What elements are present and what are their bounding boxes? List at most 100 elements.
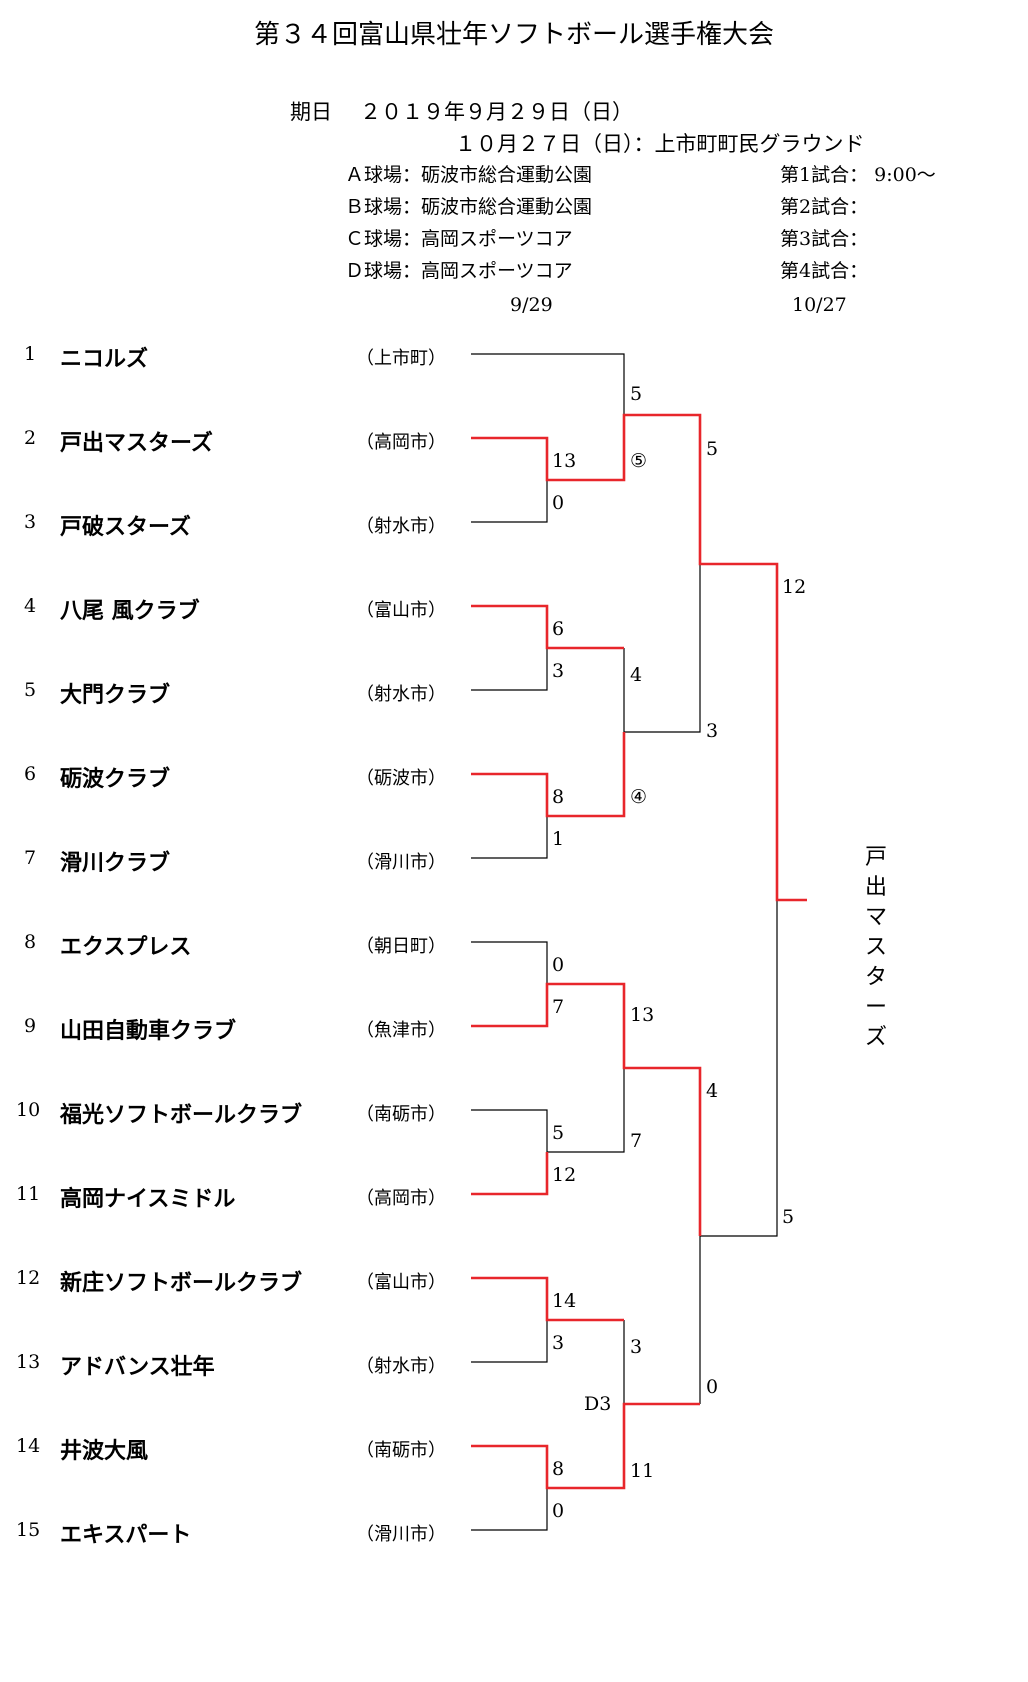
- team-name: ニコルズ: [60, 347, 149, 372]
- score: 3: [552, 660, 565, 682]
- team-name: 新庄ソフトボールクラブ: [60, 1271, 303, 1296]
- score: 6: [552, 618, 565, 640]
- score: 5: [630, 383, 643, 405]
- bracket-winner-line: [471, 732, 626, 818]
- bracket-line: [471, 648, 548, 691]
- team-city: （射水市）: [356, 684, 446, 705]
- schedule-date1: ２０１９年９月２９日（日）: [360, 100, 633, 124]
- team-city: （上市町）: [356, 348, 446, 369]
- team-number: 6: [24, 763, 37, 785]
- team-number: 9: [24, 1015, 37, 1037]
- match-time-3: 第3試合：: [780, 228, 869, 250]
- page-title: 第３４回富山県壮年ソフトボール選手権大会: [253, 20, 774, 50]
- match-time-2: 第2試合：: [780, 196, 869, 218]
- game-number: ⑤: [630, 450, 648, 472]
- team-name: 大門クラブ: [60, 683, 171, 708]
- score: 0: [552, 954, 565, 976]
- team-city: （高岡市）: [356, 1188, 446, 1209]
- team-number: 13: [16, 1351, 41, 1373]
- team-city: （朝日町）: [356, 936, 446, 957]
- team-number: 2: [24, 427, 37, 449]
- team-number: 4: [24, 595, 37, 617]
- bracket-line: [471, 816, 548, 859]
- team-number: 5: [24, 679, 37, 701]
- score: 3: [630, 1336, 643, 1358]
- team-number: 7: [24, 847, 37, 869]
- team-name: エクスプレス: [60, 935, 192, 960]
- score: 11: [630, 1460, 655, 1482]
- team-city: （射水市）: [356, 516, 446, 537]
- score: 0: [706, 1376, 719, 1398]
- team-city: （砺波市）: [356, 768, 446, 789]
- venue-a: Ａ球場：砺波市総合運動公園: [345, 164, 593, 186]
- score: 5: [706, 438, 719, 460]
- score: 12: [782, 576, 807, 598]
- bracket-winner-line: [471, 413, 807, 902]
- match-time-4: 第4試合：: [780, 260, 869, 282]
- bracket-line: [471, 353, 625, 415]
- team-city: （滑川市）: [356, 852, 446, 873]
- team-number: 3: [24, 511, 37, 533]
- team-name: 滑川クラブ: [60, 851, 171, 876]
- venue-c: Ｃ球場：高岡スポーツコア: [345, 228, 573, 250]
- score: 3: [552, 1332, 565, 1354]
- bracket-winner-line: [471, 1402, 700, 1490]
- bracket-winner-line: [471, 1276, 624, 1322]
- team-number: 15: [16, 1519, 41, 1541]
- score: 14: [552, 1290, 577, 1312]
- bracket-line: [624, 564, 701, 733]
- team-number: 1: [24, 343, 37, 365]
- team-name: 高岡ナイスミドル: [60, 1187, 236, 1212]
- round-date-2: 10/27: [792, 294, 847, 316]
- score: 5: [782, 1206, 795, 1228]
- match-time-1: 第1試合： 9:00～: [780, 164, 936, 186]
- bracket-line: [471, 1109, 548, 1194]
- score: 0: [552, 492, 565, 514]
- team-city: （高岡市）: [356, 432, 446, 453]
- team-number: 10: [16, 1099, 41, 1121]
- team-name: 八尾 風クラブ: [60, 599, 200, 624]
- bracket-line: [700, 900, 778, 1237]
- venue-d: Ｄ球場：高岡スポーツコア: [345, 260, 573, 282]
- team-city: （南砺市）: [356, 1104, 446, 1125]
- bracket-winner-line: [471, 982, 702, 1236]
- score: 8: [552, 1458, 565, 1480]
- score: 1: [552, 828, 565, 850]
- game-number: D3: [584, 1393, 612, 1415]
- schedule-label: 期日: [290, 100, 332, 124]
- bracket-winner-line: [471, 604, 624, 650]
- score: 4: [630, 664, 643, 686]
- score: 7: [552, 996, 565, 1018]
- team-number: 12: [16, 1267, 41, 1289]
- team-name: 砺波クラブ: [60, 767, 171, 792]
- team-name: 井波大風: [60, 1439, 149, 1464]
- team-city: （魚津市）: [356, 1020, 446, 1041]
- bracket-line: [471, 941, 548, 1026]
- score: 12: [552, 1164, 577, 1186]
- score: 13: [552, 450, 577, 472]
- score: 4: [706, 1080, 719, 1102]
- bracket-winner-line: [471, 1152, 549, 1196]
- score: 13: [630, 1004, 655, 1026]
- team-name: 山田自動車クラブ: [60, 1019, 237, 1044]
- score: 3: [706, 720, 719, 742]
- game-number: ④: [630, 786, 648, 808]
- champion-name: 戸出マスターズ: [864, 845, 887, 1050]
- score: 7: [630, 1130, 643, 1152]
- team-city: （南砺市）: [356, 1440, 446, 1461]
- team-city: （富山市）: [356, 1272, 446, 1293]
- score: 0: [552, 1500, 565, 1522]
- team-city: （富山市）: [356, 600, 446, 621]
- team-name: 戸破スターズ: [60, 515, 191, 540]
- score: 8: [552, 786, 565, 808]
- team-name: エキスパート: [60, 1523, 192, 1548]
- team-name: 戸出マスターズ: [60, 431, 213, 456]
- team-name: 福光ソフトボールクラブ: [60, 1103, 303, 1128]
- score: 5: [552, 1122, 565, 1144]
- team-number: 14: [16, 1435, 41, 1457]
- bracket-line: [471, 1320, 548, 1363]
- round-date-1: 9/29: [510, 294, 553, 316]
- team-name: アドバンス壮年: [60, 1355, 215, 1380]
